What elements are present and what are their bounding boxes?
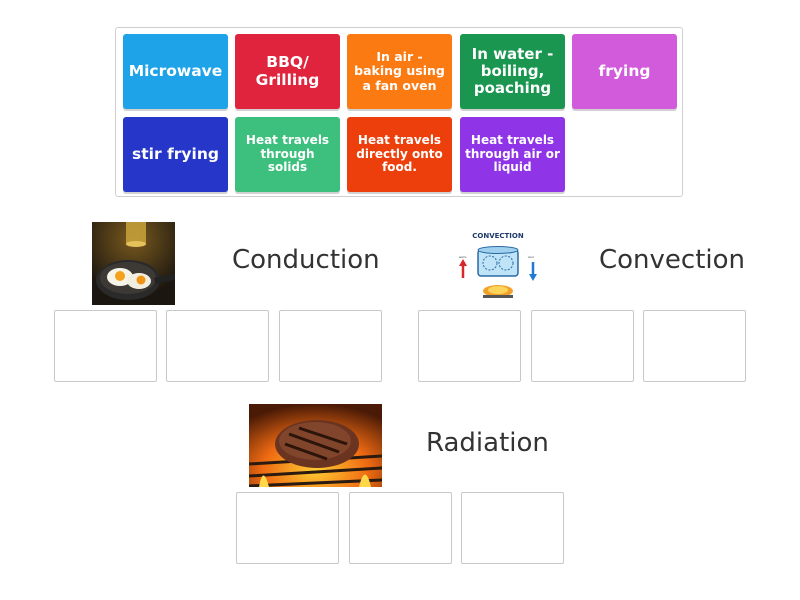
radiation-drop-slot-3[interactable] [461, 492, 564, 564]
fried-egg-pan-image [92, 222, 175, 305]
convection-diagram-title: CONVECTION [472, 232, 524, 240]
convection-drop-slot-2[interactable] [531, 310, 634, 382]
tile-in-water-boiling[interactable]: In water - boiling, poaching [460, 34, 565, 109]
tile-bbq-grilling[interactable]: BBQ/ Grilling [235, 34, 340, 109]
convection-drop-slot-3[interactable] [643, 310, 746, 382]
tile-heat-through-air-liquid[interactable]: Heat travels through air or liquid [460, 117, 565, 192]
tile-stir-frying[interactable]: stir frying [123, 117, 228, 192]
tile-heat-directly-onto-food[interactable]: Heat travels directly onto food. [347, 117, 452, 192]
radiation-drop-slot-2[interactable] [349, 492, 452, 564]
tile-microwave[interactable]: Microwave [123, 34, 228, 109]
convection-drop-slot-1[interactable] [418, 310, 521, 382]
grilled-steak-image [249, 404, 382, 487]
conduction-drop-slot-1[interactable] [54, 310, 157, 382]
svg-text:cool: cool [528, 255, 534, 259]
tile-tray: Microwave BBQ/ Grilling In air - baking … [115, 27, 683, 197]
radiation-label: Radiation [426, 428, 549, 458]
tile-in-air-baking[interactable]: In air - baking using a fan oven [347, 34, 452, 109]
convection-label: Convection [599, 245, 746, 275]
convection-diagram-image: CONVECTION warm cool [453, 228, 543, 304]
conduction-drop-slot-2[interactable] [166, 310, 269, 382]
tile-frying[interactable]: frying [572, 34, 677, 109]
conduction-drop-slot-3[interactable] [279, 310, 382, 382]
radiation-drop-slot-1[interactable] [236, 492, 339, 564]
svg-text:warm: warm [459, 255, 467, 259]
tile-heat-through-solids[interactable]: Heat travels through solids [235, 117, 340, 192]
conduction-label: Conduction [232, 245, 380, 275]
